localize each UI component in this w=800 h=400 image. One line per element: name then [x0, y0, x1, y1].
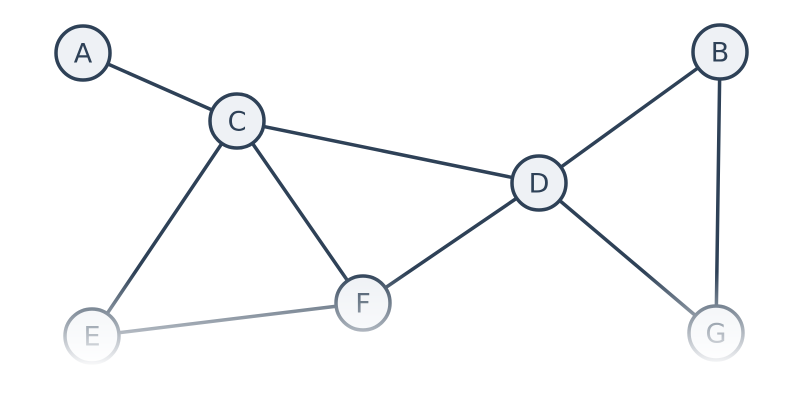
node-a: A: [54, 24, 112, 82]
node-circle: [687, 304, 745, 362]
node-b: B: [691, 23, 749, 81]
node-label: B: [711, 38, 730, 69]
edge-e-f: [90, 301, 365, 338]
nodes-layer: A B C D E F G: [54, 23, 749, 365]
node-label: F: [355, 289, 371, 320]
node-c: C: [208, 92, 266, 150]
node-circle: [691, 23, 749, 81]
node-circle: [334, 274, 392, 332]
node-label: G: [706, 319, 727, 350]
node-label: E: [83, 322, 100, 353]
node-circle: [63, 307, 121, 365]
node-circle: [510, 154, 568, 212]
node-g: G: [687, 304, 745, 362]
edges-layer: [81, 50, 722, 338]
node-e: E: [63, 307, 121, 365]
node-d: D: [510, 154, 568, 212]
edge-c-f: [235, 119, 365, 305]
edge-b-g: [714, 50, 722, 335]
node-label: A: [74, 39, 93, 70]
edge-c-d: [235, 119, 541, 185]
node-circle: [54, 24, 112, 82]
edge-d-b: [537, 50, 722, 185]
node-label: D: [529, 169, 550, 200]
node-circle: [208, 92, 266, 150]
edge-c-e: [90, 119, 239, 338]
edge-d-g: [537, 181, 718, 335]
graph-content: A B C D E F G: [54, 23, 749, 365]
edge-f-d: [361, 181, 541, 305]
node-label: C: [228, 107, 247, 138]
node-f: F: [334, 274, 392, 332]
